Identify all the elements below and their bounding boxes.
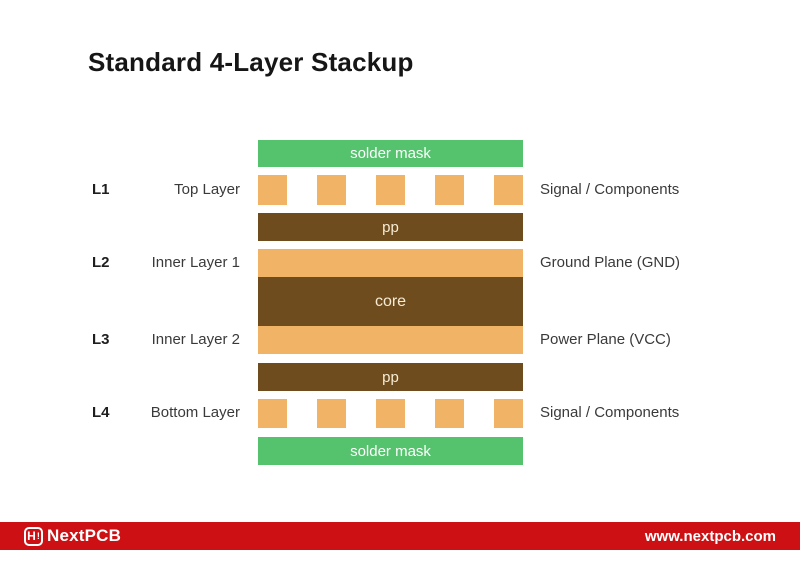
layer-desc-l3: Power Plane (VCC) [540, 331, 671, 348]
copper-row-top [258, 175, 523, 205]
layer-name-l1: Top Layer [174, 181, 240, 198]
layer-id-l2: L2 [92, 254, 110, 271]
copper-pad [258, 399, 287, 428]
brand-logo: H! NextPCB [24, 526, 121, 546]
copper-pad [435, 399, 464, 428]
copper-pad [317, 399, 346, 428]
layer-desc-l4: Signal / Components [540, 404, 680, 421]
layer-name-l3: Inner Layer 2 [151, 331, 240, 348]
copper-plane-l3 [258, 326, 523, 354]
copper-pad [258, 175, 287, 205]
footer-bar: H! NextPCB www.nextpcb.com [0, 522, 800, 550]
layer-id-l1: L1 [92, 181, 110, 198]
layer-desc-l1: Signal / Components [540, 181, 680, 198]
prepreg-bottom-bar: pp [258, 363, 523, 391]
solder-mask-bottom-bar: solder mask [258, 437, 523, 465]
copper-pad [376, 175, 405, 205]
solder-mask-top-bar: solder mask [258, 140, 523, 167]
core-bar: core [258, 277, 523, 326]
layer-name-l4: Bottom Layer [150, 404, 240, 421]
layer-id-l3: L3 [92, 331, 110, 348]
footer-url: www.nextpcb.com [644, 527, 776, 545]
copper-pad [494, 175, 523, 205]
copper-pad [317, 175, 346, 205]
brand-name: NextPCB [47, 526, 122, 545]
layer-desc-l2: Ground Plane (GND) [540, 254, 681, 271]
copper-row-bottom [258, 399, 523, 428]
layer-id-l4: L4 [92, 404, 110, 421]
copper-pad [435, 175, 464, 205]
page-title: Standard 4-Layer Stackup [88, 47, 414, 77]
prepreg-top-bar: pp [258, 213, 523, 241]
copper-pad [376, 399, 405, 428]
layer-name-l2: Inner Layer 1 [151, 254, 240, 271]
copper-pad [494, 399, 523, 428]
copper-plane-l2 [258, 249, 523, 277]
nextpcb-logo-icon: H! [24, 526, 43, 546]
